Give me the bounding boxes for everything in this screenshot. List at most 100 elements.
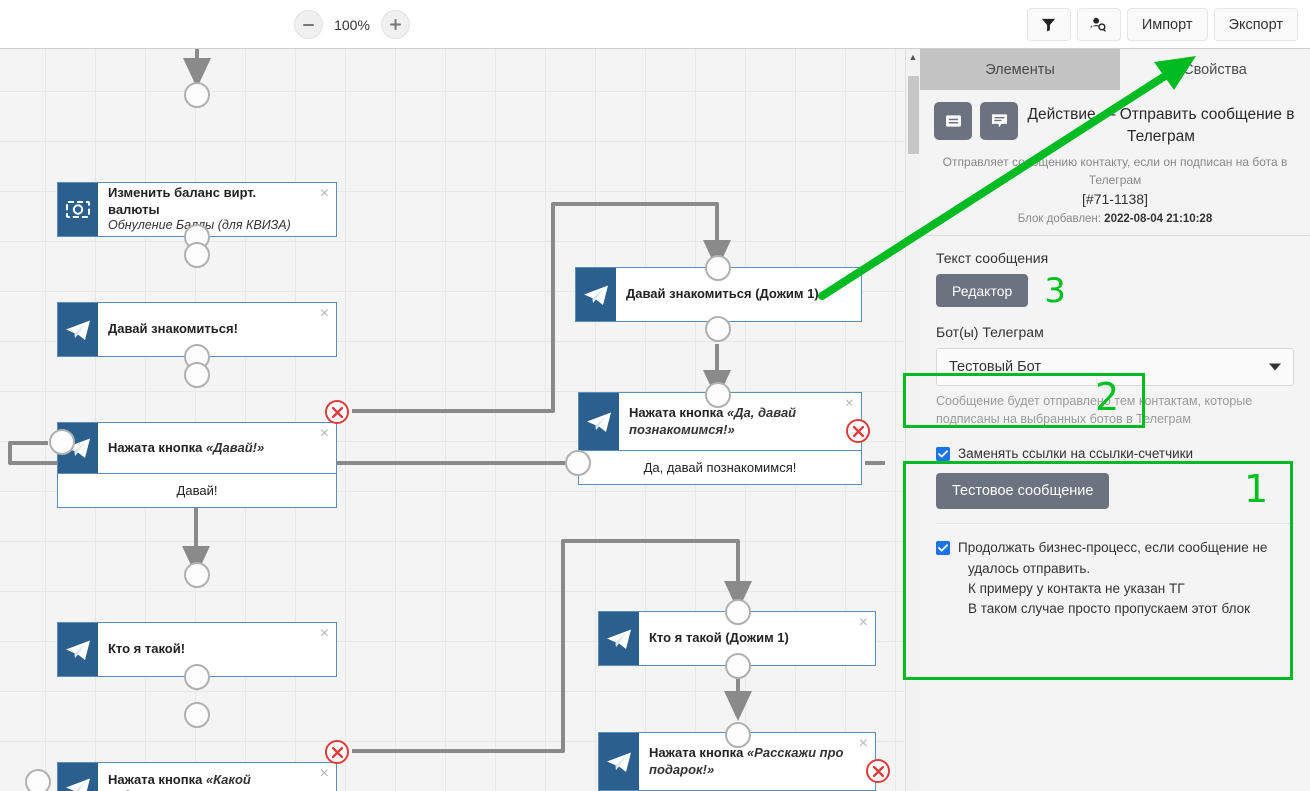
zoom-out-button[interactable] bbox=[294, 10, 323, 39]
node-body: Нажата кнопка «Давай!» bbox=[98, 423, 336, 473]
options-section: Заменять ссылки на ссылки-счетчики Тесто… bbox=[920, 428, 1310, 619]
import-button[interactable]: Импорт bbox=[1126, 8, 1208, 41]
node-body: Нажата кнопка «Да, давай познакомимся!» bbox=[619, 393, 861, 450]
editor-button[interactable]: Редактор bbox=[936, 274, 1029, 308]
node-title: Нажата кнопка «Да, давай познакомимся!» bbox=[629, 405, 835, 438]
zoom-in-button[interactable] bbox=[381, 10, 410, 39]
node-body: Нажата кнопка «Расскажи про подарок!» bbox=[639, 733, 875, 790]
bots-select[interactable]: Тестовый Бот bbox=[936, 347, 1294, 386]
block-added-label: Блок добавлен: bbox=[1017, 212, 1105, 225]
bots-section: Бот(ы) Телеграм Тестовый Бот Сообщение б… bbox=[920, 308, 1310, 428]
flow-node-button-gift[interactable]: Нажата кнопка «Какой подарок?» × bbox=[57, 762, 337, 791]
continue-line-4: В таком случае просто пропускаем этот бл… bbox=[968, 601, 1251, 617]
node-error-port[interactable] bbox=[846, 419, 870, 443]
flow-canvas[interactable]: Изменить баланс вирт. валюты Обнуление Б… bbox=[0, 49, 905, 791]
continue-process-checkbox[interactable] bbox=[936, 541, 950, 556]
node-title-emphasis: «Давай!» bbox=[205, 439, 265, 455]
close-icon[interactable]: × bbox=[858, 735, 868, 752]
check-icon bbox=[938, 544, 948, 552]
zoom-controls: 100% bbox=[294, 10, 410, 39]
close-icon[interactable]: × bbox=[844, 395, 854, 412]
node-error-port[interactable] bbox=[866, 759, 890, 783]
telegram-icon bbox=[58, 763, 98, 791]
message-text-label: Текст сообщения bbox=[936, 249, 1049, 266]
flow-node-change-balance[interactable]: Изменить баланс вирт. валюты Обнуление Б… bbox=[57, 182, 337, 237]
bots-hint: Сообщение будет отправлено тем контактам… bbox=[936, 393, 1253, 427]
node-body: Кто я такой! bbox=[98, 623, 336, 676]
comment-icon bbox=[991, 114, 1007, 128]
close-x-icon bbox=[331, 406, 343, 418]
node-answer-port[interactable] bbox=[25, 769, 51, 791]
replace-links-row: Заменять ссылки на ссылки-счетчики bbox=[936, 444, 1294, 464]
node-port-in[interactable] bbox=[705, 382, 731, 408]
scrollbar-thumb[interactable] bbox=[908, 76, 919, 154]
test-message-button[interactable]: Тестовое сообщение bbox=[936, 473, 1110, 510]
filter-button[interactable] bbox=[1026, 8, 1071, 41]
node-port-in[interactable] bbox=[184, 562, 210, 588]
node-title: Нажата кнопка «Какой подарок?» bbox=[108, 772, 310, 791]
find-contact-button[interactable] bbox=[1076, 8, 1121, 41]
zoom-level-label: 100% bbox=[334, 16, 370, 33]
close-icon[interactable]: × bbox=[319, 765, 329, 782]
tab-properties[interactable]: Свойства bbox=[1120, 49, 1310, 90]
node-port-out[interactable] bbox=[725, 653, 751, 679]
node-title: Кто я такой (Дожим 1) bbox=[649, 630, 789, 646]
canvas-scrollbar[interactable]: ▲ bbox=[905, 49, 920, 791]
replace-links-checkbox[interactable] bbox=[936, 447, 950, 462]
node-port-in[interactable] bbox=[705, 255, 731, 281]
node-title-emphasis: «Какой подарок?» bbox=[108, 771, 251, 791]
node-title: Нажата кнопка «Давай!» bbox=[108, 440, 264, 456]
bots-selected-value: Тестовый Бот bbox=[949, 358, 1042, 375]
flow-node-button-tell-about-gift[interactable]: Нажата кнопка «Расскажи про подарок!» × bbox=[598, 732, 876, 791]
node-port-in[interactable] bbox=[184, 82, 210, 108]
node-title: Нажата кнопка «Расскажи про подарок!» bbox=[649, 745, 849, 778]
node-body: Нажата кнопка «Какой подарок?» bbox=[98, 763, 336, 791]
export-button[interactable]: Экспорт bbox=[1213, 8, 1298, 41]
annotation-number-3: 3 bbox=[1044, 270, 1066, 311]
node-answer-port[interactable] bbox=[49, 429, 75, 455]
node-port-out[interactable] bbox=[705, 316, 731, 342]
top-toolbar: 100% Импорт Экс bbox=[0, 0, 1310, 49]
flow-node-button-davay[interactable]: Нажата кнопка «Давай!» × bbox=[57, 422, 337, 474]
node-title-text: Нажата кнопка bbox=[108, 439, 206, 455]
close-icon[interactable]: × bbox=[319, 185, 329, 202]
node-port-in[interactable] bbox=[184, 702, 210, 728]
block-added-value: 2022-08-04 21:10:28 bbox=[1104, 212, 1213, 225]
close-icon[interactable]: × bbox=[844, 270, 854, 287]
continue-process-row: Продолжать бизнес-процесс, если сообщени… bbox=[936, 538, 1294, 619]
node-title-text: Нажата кнопка bbox=[108, 771, 206, 787]
node-port-in[interactable] bbox=[184, 362, 210, 388]
comment-icon-button[interactable] bbox=[980, 102, 1018, 140]
continue-line-3: К примеру у контакта не указан ТГ bbox=[968, 580, 1185, 596]
close-icon[interactable]: × bbox=[319, 625, 329, 642]
panel-header-row: Действие — Отправить сообщение в Телегра… bbox=[934, 102, 1296, 149]
node-title: Изменить баланс вирт. валюты bbox=[108, 185, 257, 217]
close-icon[interactable]: × bbox=[319, 305, 329, 322]
node-port-in[interactable] bbox=[725, 722, 751, 748]
node-port-in[interactable] bbox=[725, 599, 751, 625]
node-port-out[interactable] bbox=[184, 664, 210, 690]
node-title-text: Нажата кнопка bbox=[629, 405, 727, 421]
node-answer-port[interactable] bbox=[565, 450, 591, 476]
node-body: Кто я такой (Дожим 1) bbox=[639, 612, 875, 665]
close-icon[interactable]: × bbox=[319, 425, 329, 442]
panel-tabs: Элементы Свойства bbox=[920, 49, 1310, 90]
scroll-up-arrow-icon[interactable]: ▲ bbox=[908, 52, 918, 62]
node-answer-yes-lets-meet[interactable]: Да, давай познакомимся! bbox=[578, 451, 862, 485]
money-icon bbox=[58, 183, 98, 236]
continue-line-1: Продолжать бизнес-процесс, если сообщени… bbox=[958, 540, 1268, 556]
toolbar-actions: Импорт Экспорт bbox=[1026, 8, 1298, 41]
tab-elements[interactable]: Элементы bbox=[920, 49, 1120, 90]
check-icon bbox=[938, 450, 948, 458]
continue-line-2: удалось отправить. bbox=[968, 560, 1091, 576]
node-answer-davay[interactable]: Давай! bbox=[57, 474, 337, 508]
node-body: Изменить баланс вирт. валюты Обнуление Б… bbox=[98, 183, 336, 236]
node-error-port[interactable] bbox=[325, 740, 349, 764]
node-port-in[interactable] bbox=[184, 242, 210, 268]
continue-process-label: Продолжать бизнес-процесс, если сообщени… bbox=[958, 538, 1267, 619]
close-icon[interactable]: × bbox=[858, 614, 868, 631]
close-x-icon bbox=[331, 746, 343, 758]
telegram-icon bbox=[58, 623, 98, 676]
node-error-port[interactable] bbox=[325, 400, 349, 424]
note-icon-button[interactable] bbox=[934, 102, 972, 140]
